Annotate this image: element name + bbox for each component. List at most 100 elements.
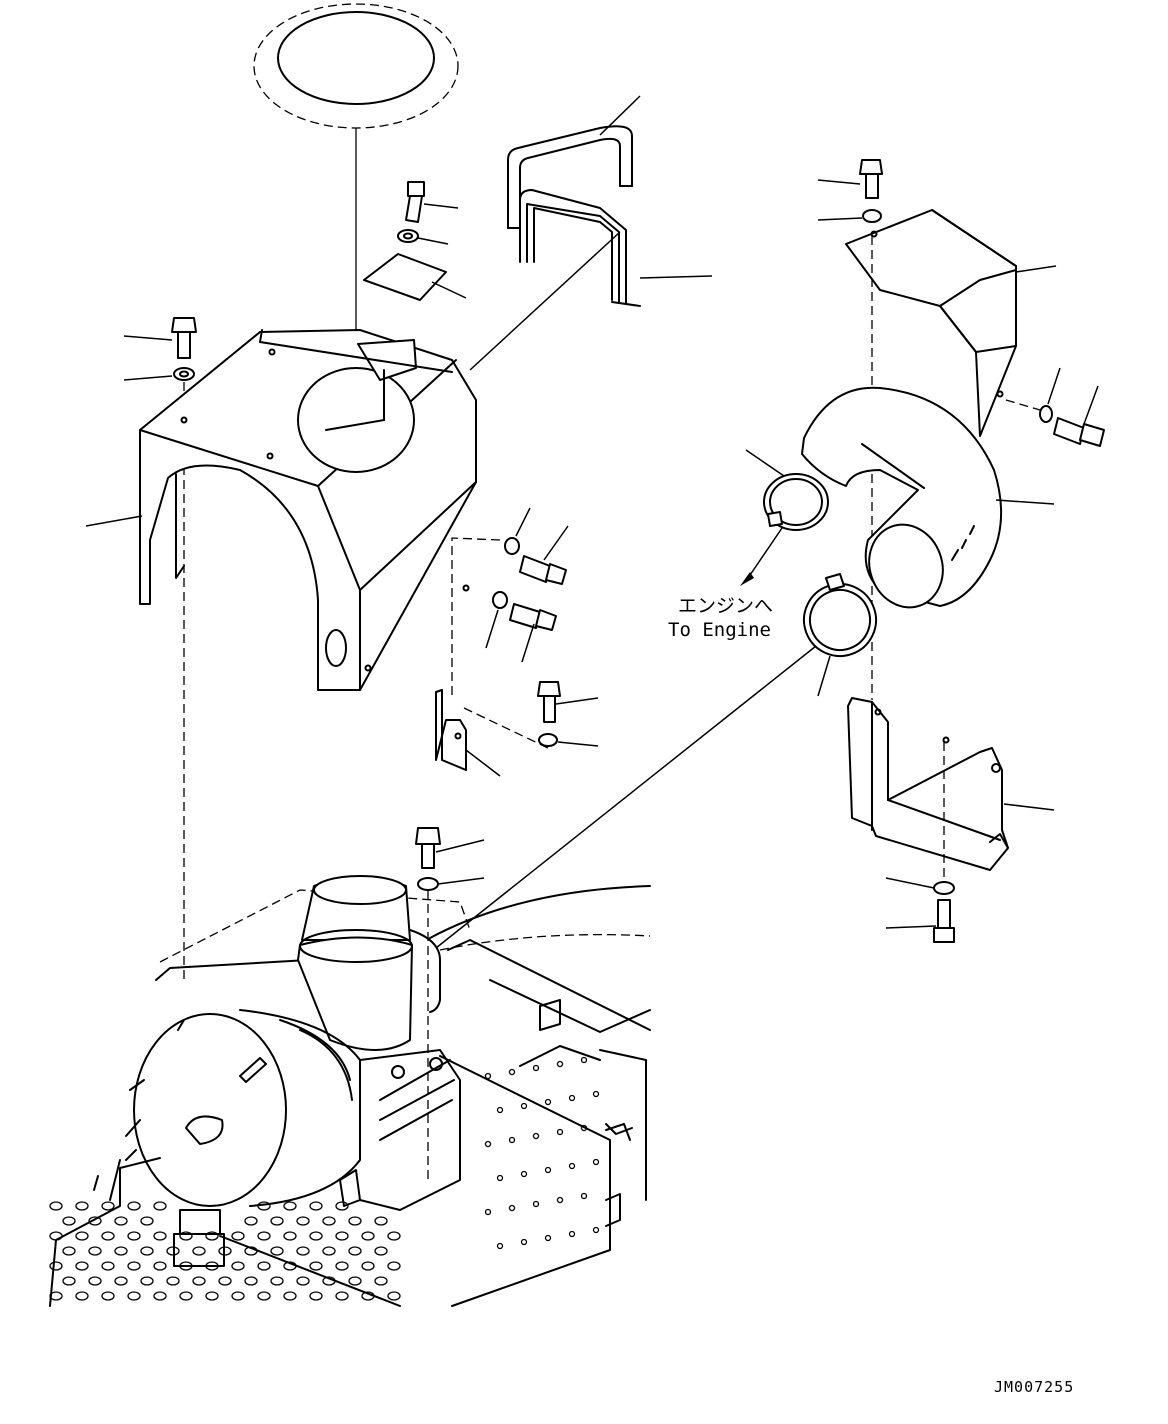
floor-hole — [335, 1291, 349, 1301]
precleaner-cap — [253, 3, 459, 360]
washer-mid-2 — [485, 591, 508, 649]
floor-hole — [140, 1276, 154, 1286]
frame-hole — [496, 1106, 504, 1114]
floor-hole — [205, 1291, 219, 1301]
floor-hole — [88, 1246, 102, 1256]
washer-right-top — [817, 209, 882, 223]
frame-hole — [496, 1242, 504, 1250]
floor-hole — [257, 1291, 271, 1301]
floor-hole — [101, 1201, 115, 1211]
annotation-english: To Engine — [668, 619, 771, 641]
floor-hole — [101, 1231, 115, 1241]
floor-hole — [88, 1276, 102, 1286]
frame-hole — [580, 1124, 588, 1132]
floor-hole — [127, 1261, 141, 1271]
floor-hole — [127, 1291, 141, 1301]
floor-hole — [49, 1291, 63, 1301]
floor-hole — [335, 1261, 349, 1271]
frame-hole — [532, 1132, 540, 1140]
floor-hole — [153, 1261, 167, 1271]
floor-hole — [75, 1291, 89, 1301]
frame-hole — [484, 1208, 492, 1216]
frame-hole — [520, 1102, 528, 1110]
floor-hole — [322, 1246, 336, 1256]
washer-bracket — [538, 733, 599, 747]
floor-hole — [244, 1216, 258, 1226]
floor-hole — [153, 1291, 167, 1301]
small-bracket — [435, 689, 549, 777]
frame-hole — [484, 1072, 492, 1080]
frame-hole — [496, 1174, 504, 1182]
frame-hole — [556, 1128, 564, 1136]
frame-hole — [544, 1098, 552, 1106]
frame-hole — [592, 1090, 600, 1098]
floor-hole — [218, 1246, 232, 1256]
floor-hole — [309, 1261, 323, 1271]
floor-hole — [75, 1201, 89, 1211]
floor-hole — [283, 1231, 297, 1241]
washer-right-bottom — [885, 877, 955, 895]
frame-hole — [580, 1192, 588, 1200]
floor-hole — [244, 1246, 258, 1256]
floor-hole — [335, 1201, 349, 1211]
support-bracket — [847, 697, 1055, 880]
floor-hole — [114, 1276, 128, 1286]
frame-hole — [568, 1230, 576, 1238]
floor-hole — [140, 1216, 154, 1226]
floor-hole — [296, 1246, 310, 1256]
floor-hole — [348, 1276, 362, 1286]
bolt-mid-1 — [519, 525, 569, 585]
floor-hole — [322, 1216, 336, 1226]
floor-hole — [166, 1276, 180, 1286]
floor-hole — [296, 1216, 310, 1226]
floor-hole — [387, 1261, 401, 1271]
floor-hole — [387, 1231, 401, 1241]
washer-lower-center — [417, 877, 485, 1180]
annotation-japanese: エンジンへ — [678, 595, 773, 617]
floor-hole — [283, 1201, 297, 1211]
floor-hole — [88, 1216, 102, 1226]
floor-hole — [361, 1291, 375, 1301]
air-cleaner-assembly — [125, 875, 471, 1267]
floor-hole — [75, 1261, 89, 1271]
floor-hole — [192, 1276, 206, 1286]
frame-hole — [556, 1196, 564, 1204]
frame-hole — [544, 1234, 552, 1242]
frame-hole — [532, 1200, 540, 1208]
floor-hole — [62, 1216, 76, 1226]
floor-hole — [257, 1201, 271, 1211]
frame-hole — [568, 1162, 576, 1170]
frame-hole — [508, 1068, 516, 1076]
frame-hole — [508, 1136, 516, 1144]
floor-hole — [257, 1261, 271, 1271]
bolt-top-center — [405, 181, 459, 223]
floor-hole — [218, 1276, 232, 1286]
floor-hole — [101, 1291, 115, 1301]
floor-hole — [231, 1231, 245, 1241]
floor-hole — [270, 1216, 284, 1226]
floor-hole — [374, 1246, 388, 1256]
washer-right-mid — [1039, 367, 1061, 423]
floor-hole — [387, 1291, 401, 1301]
frame-hole — [592, 1226, 600, 1234]
u-seal-upper — [507, 95, 641, 229]
floor-hole — [62, 1276, 76, 1286]
washer-left — [123, 367, 195, 980]
floor-hole — [348, 1246, 362, 1256]
floor-hole — [361, 1231, 375, 1241]
floor-hole — [257, 1231, 271, 1241]
floor-hole — [283, 1291, 297, 1301]
floor-hole — [296, 1276, 310, 1286]
elbow-hose — [801, 386, 1055, 609]
floor-hole — [153, 1231, 167, 1241]
floor-hole — [49, 1231, 63, 1241]
floor-hole — [179, 1231, 193, 1241]
figure-code: JM007255 — [994, 1378, 1074, 1396]
frame-hole — [544, 1166, 552, 1174]
floor-hole — [127, 1201, 141, 1211]
washer-top-center — [397, 229, 449, 245]
floor-hole — [114, 1216, 128, 1226]
washer-mid-1 — [504, 507, 531, 555]
floor-hole — [283, 1261, 297, 1271]
